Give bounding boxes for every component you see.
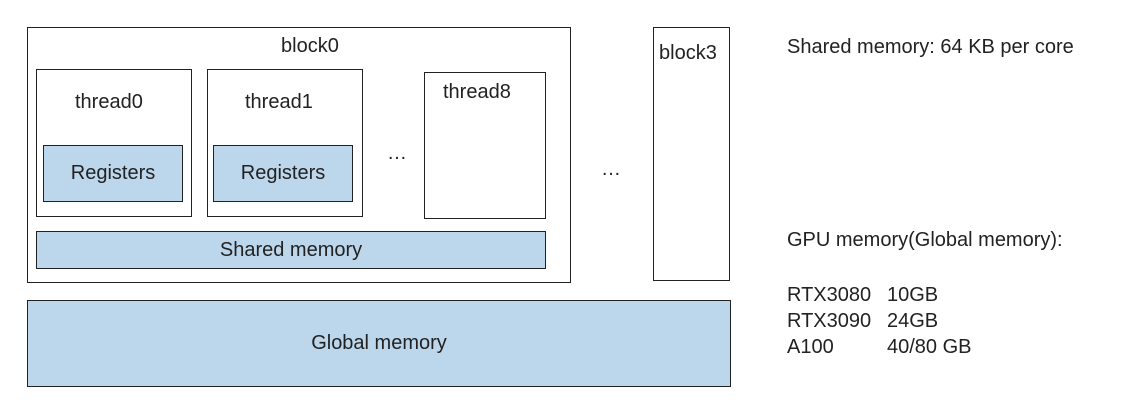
- block0-label: block0: [281, 35, 339, 57]
- block3-label: block3: [659, 42, 717, 64]
- shared-memory-bar: Shared memory: [36, 231, 546, 269]
- block-ellipsis: …: [601, 158, 621, 180]
- gpu-model: RTX3080: [787, 284, 872, 306]
- gpu-model: RTX3090: [787, 310, 872, 332]
- thread1-label: thread1: [245, 91, 313, 113]
- thread8-label: thread8: [443, 81, 511, 103]
- thread8-box: [424, 72, 546, 219]
- thread0-registers: Registers: [43, 145, 183, 202]
- gpu-model: A100: [787, 336, 834, 358]
- thread-ellipsis: …: [387, 142, 407, 164]
- thread0-label: thread0: [75, 91, 143, 113]
- shared-memory-info: Shared memory: 64 KB per core: [787, 36, 1074, 58]
- gpu-spec-row: RTX3080 10GB: [787, 284, 938, 307]
- gpu-memory: 10GB: [887, 284, 939, 306]
- block3-box: [653, 27, 730, 281]
- gpu-spec-row: A100 40/80 GB: [787, 336, 972, 359]
- gpu-memory: 40/80 GB: [887, 336, 972, 358]
- gpu-spec-row: RTX3090 24GB: [787, 310, 938, 333]
- global-memory-box: Global memory: [27, 300, 731, 387]
- thread1-registers: Registers: [213, 145, 353, 202]
- gpu-memory: 24GB: [887, 310, 939, 332]
- gpu-memory-heading: GPU memory(Global memory):: [787, 229, 1063, 251]
